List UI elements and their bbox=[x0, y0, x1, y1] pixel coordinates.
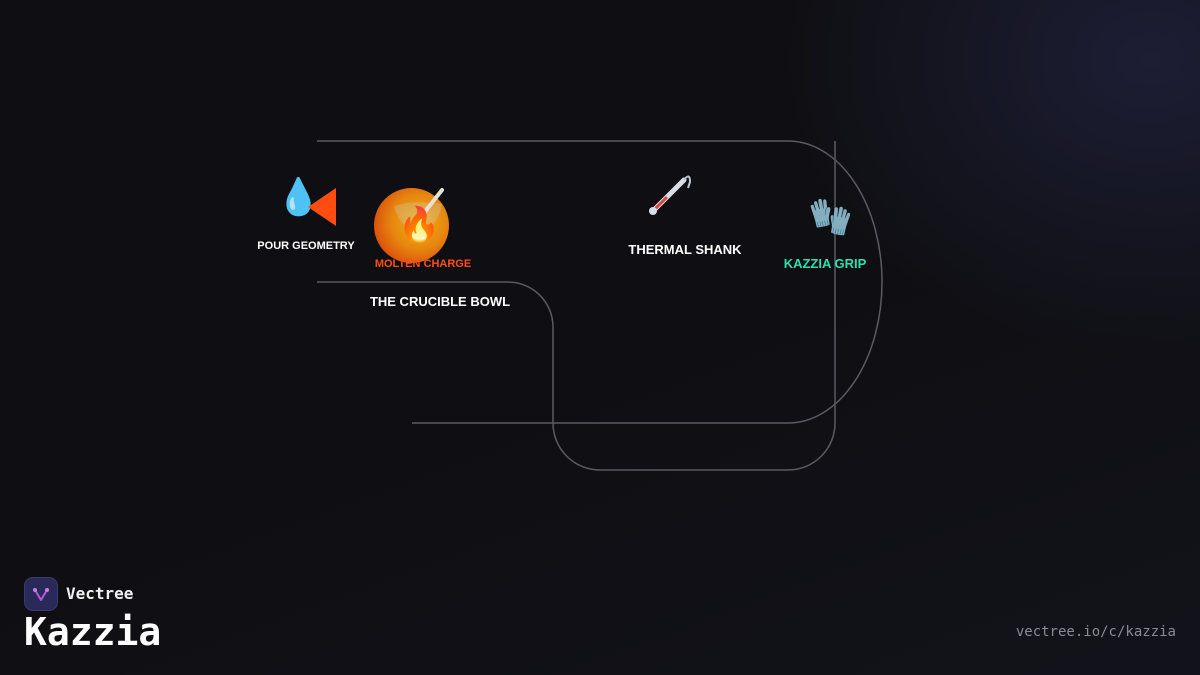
pour-geometry-label: POUR GEOMETRY bbox=[257, 240, 355, 252]
source-url[interactable]: vectree.io/c/kazzia bbox=[1015, 624, 1176, 640]
fire-icon: 🔥 bbox=[398, 205, 441, 245]
stir-rod-icon bbox=[394, 188, 444, 232]
gloves-icon: 🧤 bbox=[808, 197, 853, 238]
play-left-icon bbox=[308, 188, 336, 226]
crucible-bowl-label: THE CRUCIBLE BOWL bbox=[369, 294, 511, 309]
molten-charge-sublabel: MOLTEN CHARGE bbox=[374, 258, 472, 270]
page-title: Kazzia bbox=[24, 610, 162, 654]
connector-top bbox=[317, 140, 883, 424]
brand-name: Vectree bbox=[66, 584, 134, 603]
kazzia-grip-label: KAZZIA GRIP bbox=[783, 256, 867, 271]
thermal-shank-label: THERMAL SHANK bbox=[628, 242, 742, 257]
crucible-bowl-circle bbox=[374, 188, 449, 263]
thermometer-icon bbox=[649, 175, 692, 215]
vectree-logo-icon bbox=[24, 577, 58, 611]
connector-bottom bbox=[317, 141, 836, 471]
